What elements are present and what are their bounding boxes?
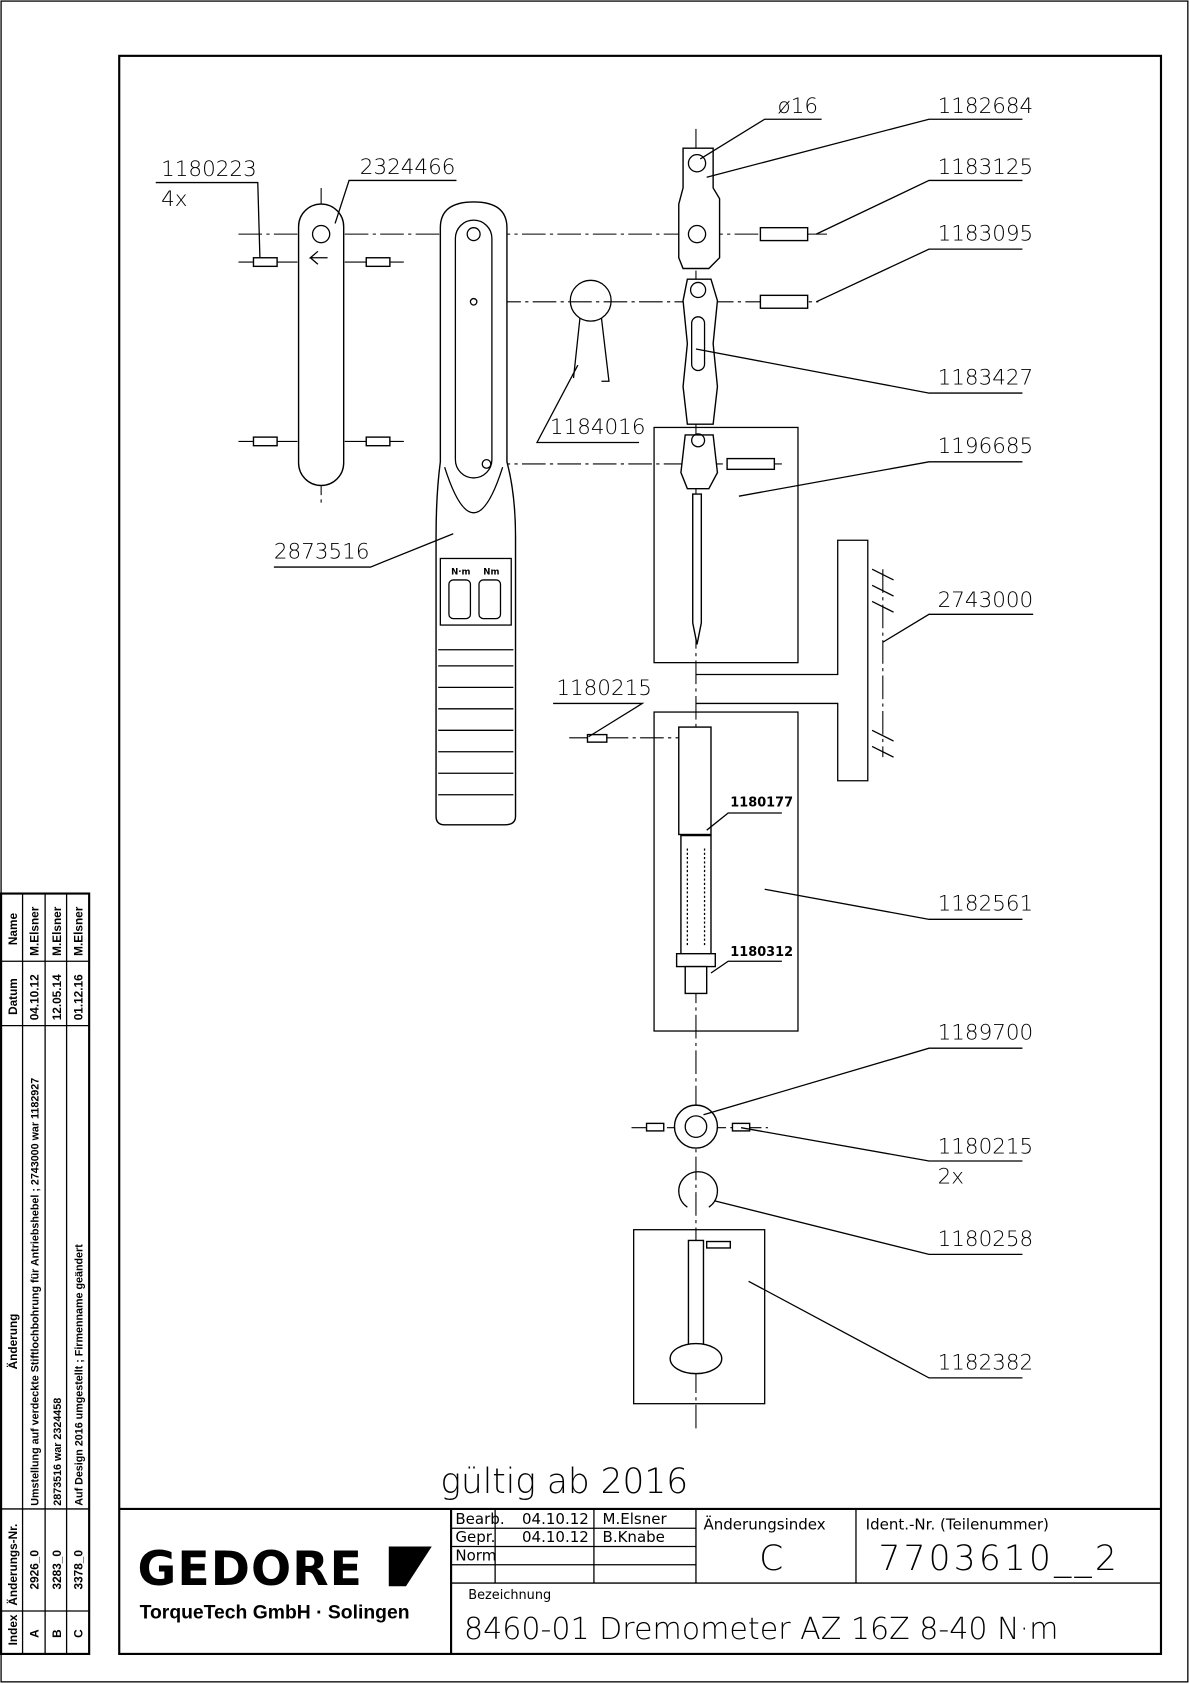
label-1182684: 1182684 xyxy=(938,94,1034,119)
row-bearb-date: 04.10.12 xyxy=(522,1510,589,1528)
label-1180177: 1180177 xyxy=(730,796,793,811)
row-bearb-role: Bearb. xyxy=(455,1510,504,1528)
label-1183095: 1183095 xyxy=(938,222,1034,247)
label-1180258: 1180258 xyxy=(938,1227,1034,1252)
svg-text:C: C xyxy=(72,1629,86,1638)
row-gepr-role: Gepr. xyxy=(455,1528,495,1546)
ident-label: Ident.-Nr. (Teilenummer) xyxy=(866,1515,1049,1533)
gedore-logo: GEDORE xyxy=(137,1542,432,1597)
validity-note: gültig ab 2016 xyxy=(440,1462,688,1502)
rev-header-index: Index xyxy=(6,1614,20,1645)
label-1182382: 1182382 xyxy=(938,1350,1034,1375)
wrench-scale-mark-right: Nm xyxy=(483,568,499,578)
subassembly-box-1182561 xyxy=(653,711,799,1032)
label-1189700: 1189700 xyxy=(938,1021,1034,1046)
svg-text:01.12.16: 01.12.16 xyxy=(72,974,86,1020)
svg-text:M.Elsner: M.Elsner xyxy=(28,906,42,956)
svg-text:3283_0: 3283_0 xyxy=(50,1550,64,1590)
label-1180215-b: 1180215 xyxy=(938,1134,1034,1159)
label-1184016: 1184016 xyxy=(550,415,646,440)
svg-text:M.Elsner: M.Elsner xyxy=(72,906,86,956)
spring-2743000 xyxy=(695,539,894,782)
svg-text:2926_0: 2926_0 xyxy=(28,1550,42,1590)
subassembly-box-1196685 xyxy=(653,426,799,664)
pin-1180223 xyxy=(252,257,391,447)
svg-text:GEDORE: GEDORE xyxy=(137,1542,363,1597)
label-1183427: 1183427 xyxy=(938,365,1034,390)
subassembly-box-1182382 xyxy=(633,1229,766,1405)
wrench-scale-mark-left: N·m xyxy=(451,568,470,578)
designation-label: Bezeichnung xyxy=(468,1588,551,1603)
svg-text:Umstellung auf verdeckte Stift: Umstellung auf verdeckte Stiftlochbohrun… xyxy=(30,1078,42,1506)
title-block: GEDORE TorqueTech GmbH · Solingen Bearb.… xyxy=(119,1507,1161,1654)
spring-clip-1184016 xyxy=(569,279,612,382)
cartridge-1182561 xyxy=(586,726,716,995)
label-2743000: 2743000 xyxy=(938,588,1034,613)
circlip-1180258 xyxy=(678,1171,719,1208)
company-name: TorqueTech GmbH · Solingen xyxy=(140,1602,410,1623)
drive-head-parts xyxy=(678,147,809,645)
label-diameter: ø16 xyxy=(778,94,818,119)
label-1180223: 1180223 xyxy=(161,157,257,182)
row-gepr-name: B.Knabe xyxy=(603,1528,665,1546)
row-gepr-date: 04.10.12 xyxy=(522,1528,589,1546)
row-bearb-name: M.Elsner xyxy=(603,1510,668,1528)
svg-text:04.10.12: 04.10.12 xyxy=(28,974,42,1020)
label-1180312: 1180312 xyxy=(730,945,793,960)
rev-header-change: Änderung xyxy=(6,1314,20,1370)
row-norm-role: Norm xyxy=(455,1546,496,1564)
adjuster-1182382 xyxy=(669,1239,732,1375)
change-index: C xyxy=(759,1539,783,1579)
label-1180215-a: 1180215 xyxy=(556,676,652,701)
label-2873516: 2873516 xyxy=(274,539,370,564)
rev-header-date: Datum xyxy=(6,978,20,1015)
drawing-frame xyxy=(118,54,1163,1656)
rev-header-name: Name xyxy=(6,913,20,946)
label-1180223-qty: 4x xyxy=(161,187,187,212)
svg-text:Auf Design 2016 umgestellt ; F: Auf Design 2016 umgestellt ; Firmenname … xyxy=(74,1244,86,1506)
label-1183125: 1183125 xyxy=(938,155,1034,180)
cover-plate-2324466 xyxy=(297,203,345,487)
ident-number: 7703610__2 xyxy=(879,1539,1120,1579)
wrench-body-2873516: N·m Nm xyxy=(435,201,517,826)
label-1182561: 1182561 xyxy=(938,892,1034,917)
label-2324466: 2324466 xyxy=(360,155,456,180)
rev-header-change-no: Änderungs-Nr. xyxy=(6,1524,20,1606)
change-index-label: Änderungsindex xyxy=(703,1514,825,1533)
svg-text:2873516 war 2324458: 2873516 war 2324458 xyxy=(52,1398,64,1506)
svg-text:M.Elsner: M.Elsner xyxy=(50,906,64,956)
label-1196685: 1196685 xyxy=(938,434,1034,459)
svg-text:3378_0: 3378_0 xyxy=(72,1550,86,1590)
leader-lines xyxy=(155,118,1034,1379)
svg-text:12.05.14: 12.05.14 xyxy=(50,974,64,1020)
designation: 8460-01 Dremometer AZ 16Z 8-40 N·m xyxy=(464,1612,1058,1647)
svg-text:A: A xyxy=(28,1629,42,1638)
ring-1189700 xyxy=(645,1104,751,1149)
label-1180215-b-qty: 2x xyxy=(938,1165,964,1190)
svg-text:B: B xyxy=(50,1629,64,1638)
revision-table: Index Änderungs-Nr. Änderung Datum Name … xyxy=(0,892,91,1656)
